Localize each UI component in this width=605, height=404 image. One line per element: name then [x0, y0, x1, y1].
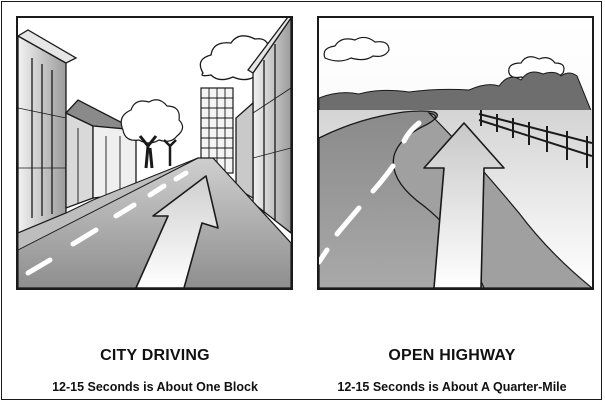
open-highway-title: OPEN HIGHWAY [307, 347, 597, 365]
open-highway-subtitle: 12-15 Seconds is About A Quarter-Mile [307, 380, 597, 394]
open-highway-illustration [317, 16, 594, 290]
city-driving-illustration [16, 16, 293, 290]
city-driving-title: CITY DRIVING [10, 347, 300, 365]
city-driving-subtitle: 12-15 Seconds is About One Block [10, 380, 300, 394]
